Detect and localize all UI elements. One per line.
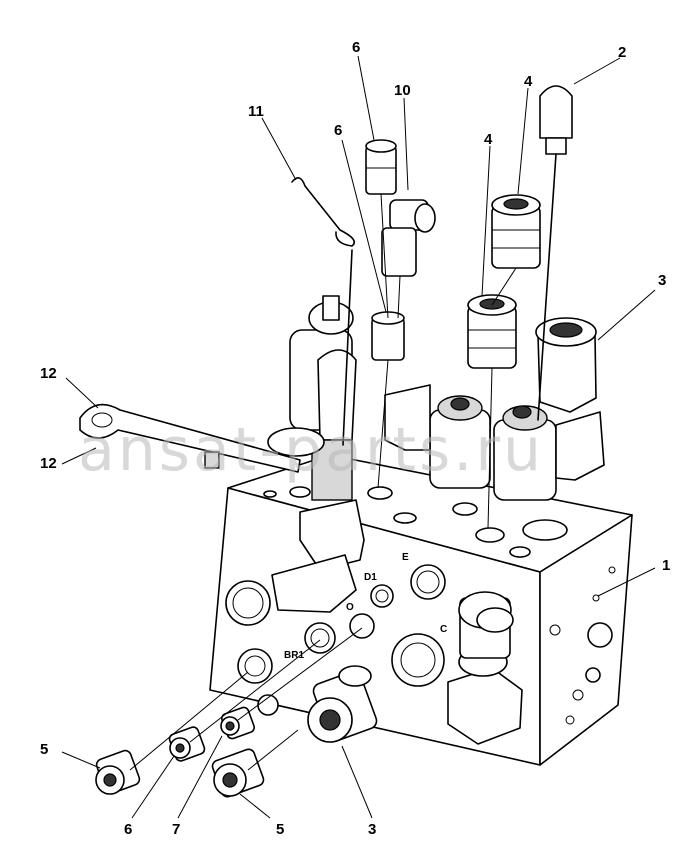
port-label-BR1: BR1	[284, 650, 304, 661]
fitting-7	[220, 706, 255, 740]
callout-4-lower: 4	[484, 131, 493, 148]
callout-5-right: 5	[276, 821, 284, 838]
front-port-D1	[370, 584, 394, 608]
port-label-E: E	[402, 552, 409, 563]
callout-6-bottom: 6	[124, 821, 132, 838]
top-port	[367, 486, 393, 500]
top-port	[393, 512, 417, 524]
callout-1: 1	[662, 557, 670, 574]
solenoid-valve-left	[384, 384, 491, 489]
pressure-switch	[535, 317, 597, 413]
elbow-fitting-10	[381, 199, 436, 277]
callout-3-upper: 3	[658, 272, 666, 289]
callout-6-middle: 6	[334, 122, 342, 139]
sensor-part-2	[537, 85, 573, 421]
top-port	[475, 527, 505, 543]
port-label-C: C	[440, 624, 447, 635]
callout-4-upper: 4	[524, 73, 533, 90]
top-port	[522, 519, 568, 541]
callout-5-left: 5	[40, 741, 48, 758]
callout-11: 11	[248, 103, 264, 120]
manifold-side-face	[539, 514, 633, 766]
check-valve-upper	[491, 194, 541, 269]
top-port	[509, 546, 531, 558]
fitting-6-bottom	[168, 726, 206, 762]
solenoid-valve-right	[493, 405, 605, 501]
fitting-3-bottom	[307, 665, 378, 743]
callout-6-top: 6	[352, 39, 360, 56]
front-port	[237, 648, 273, 684]
pin-part-11	[291, 177, 356, 446]
callout-2: 2	[618, 44, 626, 61]
side-port	[585, 667, 601, 683]
fitting-5-left	[95, 749, 141, 795]
side-port	[587, 622, 613, 648]
callout-7: 7	[172, 821, 180, 838]
callout-3-lower: 3	[368, 821, 376, 838]
top-port	[452, 502, 478, 516]
right-front-fitting	[458, 591, 514, 659]
front-port-C	[391, 633, 445, 687]
lever-part-12	[79, 403, 301, 473]
hand-pump	[267, 295, 365, 613]
leader-lines	[61, 55, 656, 819]
fitting-5-right	[211, 748, 265, 798]
check-valve-lower	[467, 294, 517, 369]
assembly-lines	[129, 193, 517, 771]
top-port	[289, 486, 311, 498]
fitting-6-top	[365, 139, 397, 195]
port-label-D1: D1	[364, 572, 377, 583]
callout-12-upper: 12	[40, 365, 57, 382]
port-label-O: O	[346, 602, 354, 613]
front-port	[225, 580, 271, 626]
fitting-6-middle	[371, 311, 405, 361]
callout-10: 10	[394, 82, 411, 99]
front-port-E	[410, 564, 446, 600]
manifold-block	[209, 454, 633, 766]
top-port	[263, 490, 277, 498]
watermark: ansat-parts.ru	[78, 415, 544, 485]
callout-12-lower: 12	[40, 455, 57, 472]
